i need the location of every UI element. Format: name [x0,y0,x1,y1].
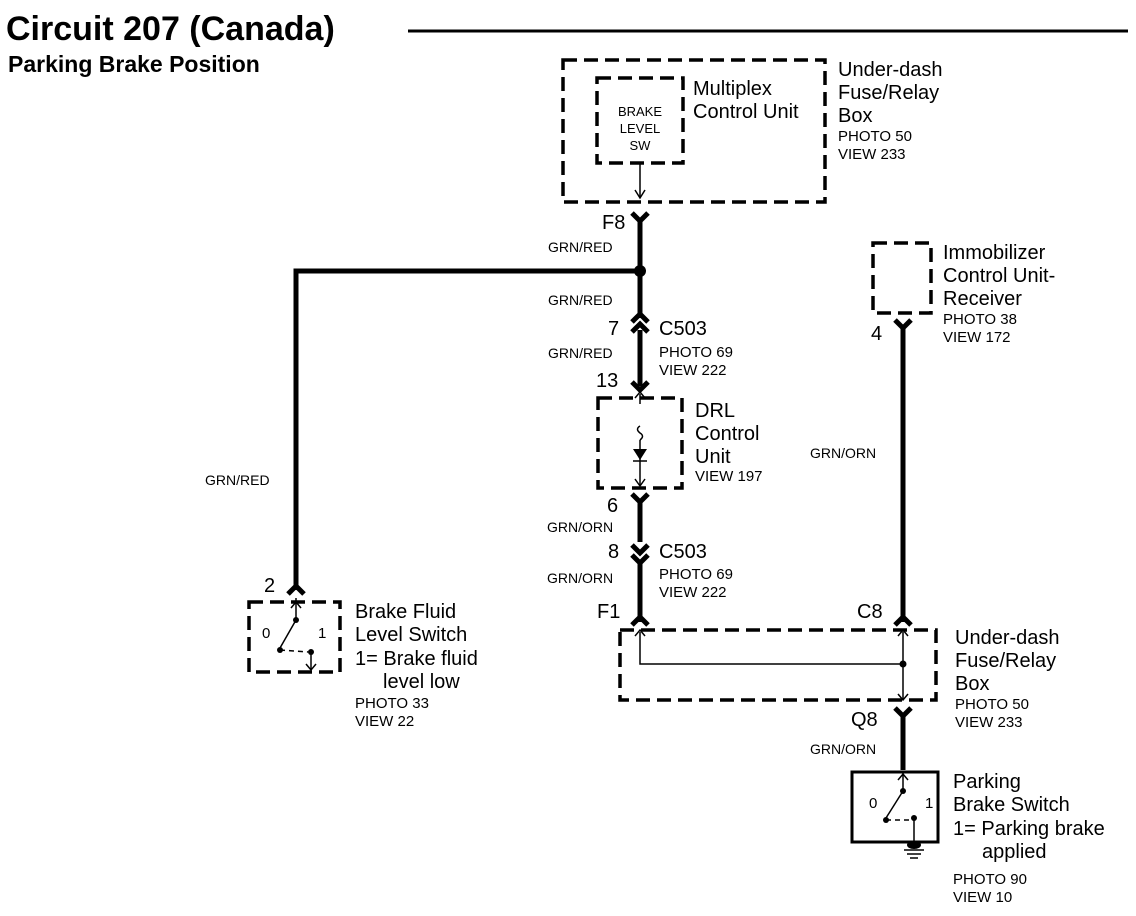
wire-left-branch [293,268,640,590]
parking-name-2: Brake Switch [953,794,1070,816]
pin-c8: C8 [857,601,883,623]
brake-fluid-level-switch: 2 0 1 Brake Fluid Level Switch 1= Brake … [247,575,478,730]
brake-fluid-name-1: Brake Fluid [355,601,456,623]
immob-photo: PHOTO 38 [943,311,1017,328]
diagram-subtitle: Parking Brake Position [8,51,260,77]
brake-fluid-state-1: 1= Brake fluid [355,648,478,670]
pin-drl-13: 13 [596,370,618,392]
wire-label-c503a-down: GRN/RED [548,345,613,361]
fuse-bottom-view: VIEW 233 [955,714,1023,731]
brake-fluid-pos0: 0 [262,625,270,642]
drl-view: VIEW 197 [695,468,763,485]
wire-label-q8-out: GRN/ORN [810,741,876,757]
pin-f8: F8 [602,212,625,234]
brake-fluid-state-2: level low [383,671,460,693]
pin-immob-4: 4 [871,323,882,345]
fuse-bottom-photo: PHOTO 50 [955,696,1029,713]
connector-c503-a: 7 C503 PHOTO 69 VIEW 222 GRN/RED 13 [548,310,733,394]
drl-name-3: Unit [695,446,731,468]
fuse-top-view: VIEW 233 [838,146,906,163]
brake-fluid-name-2: Level Switch [355,624,467,646]
immobilizer-control-unit: Immobilizer Control Unit- Receiver PHOTO… [871,241,1055,346]
fuse-box-top: BRAKE LEVEL SW Multiplex Control Unit Un… [561,58,943,204]
wire-label-f8: GRN/RED [548,239,613,255]
pin-f1: F1 [597,601,620,623]
wire-label-junction-down: GRN/RED [548,292,613,308]
wire-label-drl-out: GRN/ORN [547,519,613,535]
parking-state-2: applied [982,841,1047,863]
parking-brake-switch: 0 1 Parking Brake Switch 1= Parking brak… [850,770,1105,906]
brake-fluid-pos1: 1 [318,625,326,642]
fuse-box-bottom: F1 C8 Under-dash Fuse/Relay Box PHOTO 50… [597,601,1060,731]
brake-fluid-photo: PHOTO 33 [355,695,429,712]
fuse-top-name-2: Fuse/Relay [838,82,939,104]
c503a-name: C503 [659,318,707,340]
parking-pos0: 0 [869,795,877,812]
fuse-top-photo: PHOTO 50 [838,128,912,145]
c503b-photo: PHOTO 69 [659,566,733,583]
parking-name-1: Parking [953,771,1021,793]
drl-name-2: Control [695,423,759,445]
c503a-photo: PHOTO 69 [659,344,733,361]
mcu-name-2: Control Unit [693,101,799,123]
drl-control-unit: DRL Control Unit VIEW 197 [596,390,763,490]
brake-level-sw-label-2: LEVEL [620,121,660,136]
drl-name-1: DRL [695,400,735,422]
fuse-bottom-name-2: Fuse/Relay [955,650,1056,672]
pin-drl-6: 6 [607,495,618,517]
immob-name-2: Control Unit- [943,265,1055,287]
wire-label-left-branch: GRN/RED [205,472,270,488]
fuse-bottom-name-1: Under-dash [955,627,1060,649]
connector-c503-b: 8 C503 PHOTO 69 VIEW 222 GRN/ORN [547,541,733,622]
immob-name-3: Receiver [943,288,1022,310]
brake-level-sw-label-3: SW [630,138,652,153]
pin-c503b-8: 8 [608,541,619,563]
immob-view: VIEW 172 [943,329,1011,346]
pin-brake-fluid-2: 2 [264,575,275,597]
immob-name-1: Immobilizer [943,242,1046,264]
parking-photo: PHOTO 90 [953,871,1027,888]
parking-pos1: 1 [925,795,933,812]
fuse-top-name-3: Box [838,105,872,127]
parking-state-1: 1= Parking brake [953,818,1105,840]
c503b-name: C503 [659,541,707,563]
c503a-view: VIEW 222 [659,362,727,379]
mcu-name-1: Multiplex [693,78,772,100]
brake-level-sw-label-1: BRAKE [618,104,662,119]
wire-label-c503b-down: GRN/ORN [547,570,613,586]
wire-label-immob-out: GRN/ORN [810,445,876,461]
c503b-view: VIEW 222 [659,584,727,601]
diagram-title: Circuit 207 (Canada) [6,10,335,48]
parking-view: VIEW 10 [953,889,1012,906]
fuse-top-name-1: Under-dash [838,59,943,81]
fuse-bottom-name-3: Box [955,673,989,695]
pin-q8: Q8 [851,709,878,731]
pin-c503a-7: 7 [608,318,619,340]
brake-fluid-view: VIEW 22 [355,713,414,730]
